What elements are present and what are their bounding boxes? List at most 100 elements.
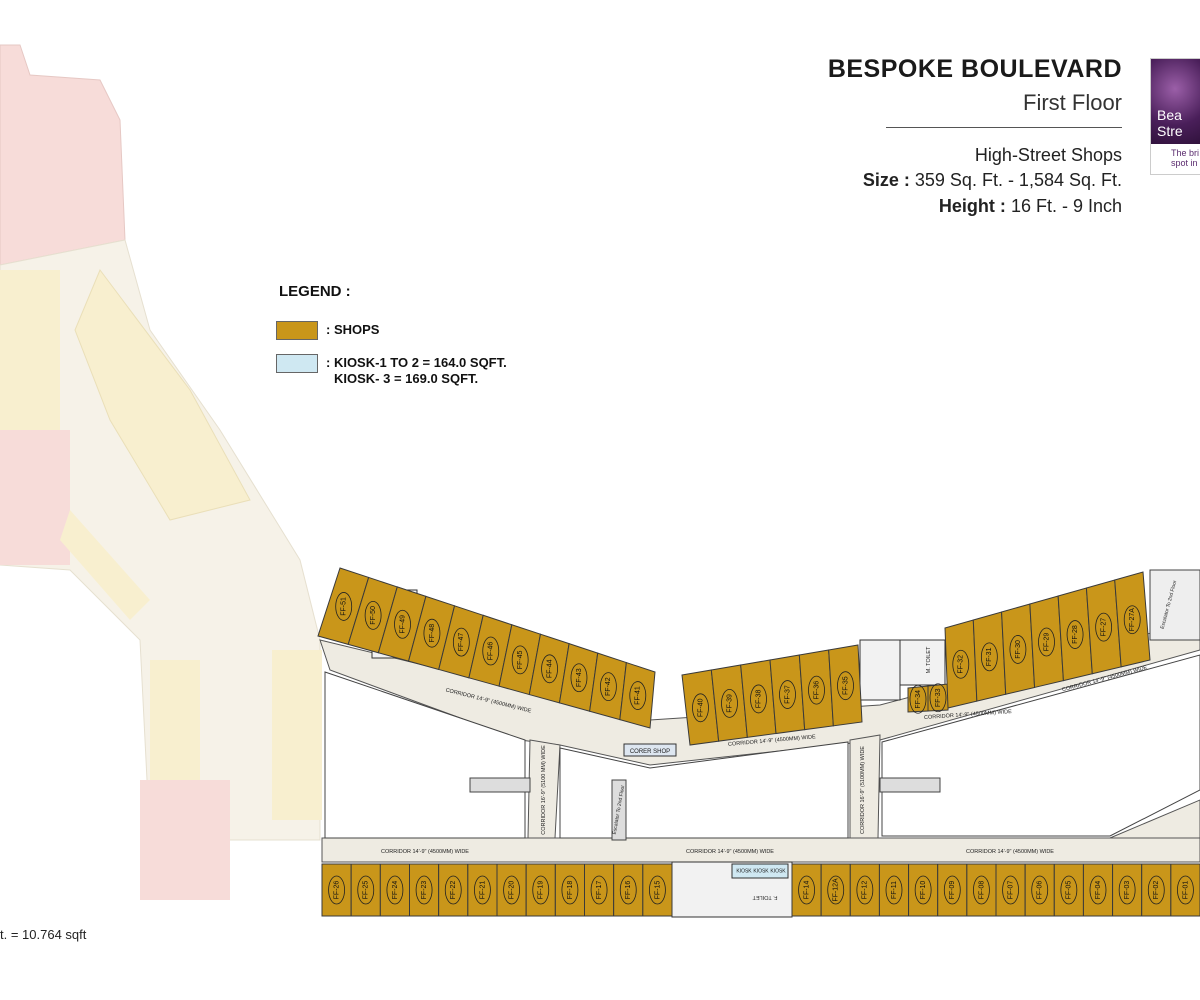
size-range: Size : 359 Sq. Ft. - 1,584 Sq. Ft. xyxy=(863,170,1122,191)
shop-label: FF-07 xyxy=(1007,881,1014,900)
shop-label: FF-25 xyxy=(363,881,370,900)
shop-unit-ring xyxy=(511,645,529,675)
shop-label: FF-12 xyxy=(862,881,869,900)
shop-label: FF-12A xyxy=(833,878,840,902)
shop-label: FF-19 xyxy=(538,881,545,900)
shop-label: FF-23 xyxy=(421,881,428,900)
shop-unit xyxy=(1114,571,1151,668)
shop-unit-ring xyxy=(943,875,961,905)
shop-label: FF-27A xyxy=(1129,608,1136,632)
shop-label: FF-17 xyxy=(596,881,603,900)
shop-unit-ring xyxy=(827,875,845,905)
shop-unit-ring xyxy=(980,642,998,672)
shop-label: FF-11 xyxy=(891,881,898,899)
faded-left-wing xyxy=(0,44,322,900)
shop-unit-ring xyxy=(629,681,647,710)
shop-label: FF-18 xyxy=(567,881,574,900)
shop-label: FF-38 xyxy=(755,690,762,709)
shop-label: FF-10 xyxy=(920,881,927,900)
floor-name: First Floor xyxy=(1023,90,1122,115)
shop-unit-ring xyxy=(386,875,404,905)
header-divider xyxy=(886,127,1122,128)
shop-label: FF-32 xyxy=(958,655,965,674)
plan-title: BESPOKE BOULEVARD xyxy=(827,55,1122,83)
corridor-label: CORRIDOR 14'-9" (4500MM) WIDE xyxy=(686,849,774,855)
shop-unit-ring xyxy=(649,875,666,905)
shop-label: FF-49 xyxy=(399,615,406,634)
shop-label: FF-15 xyxy=(654,881,661,900)
shop-unit-ring xyxy=(952,649,970,679)
shop-unit-ring xyxy=(1118,875,1136,905)
brand-logo: Bea Stre The bri spot in xyxy=(1150,58,1200,175)
shop-unit-ring xyxy=(837,671,854,701)
shop-label: FF-04 xyxy=(1095,881,1102,900)
shop-label: FF-36 xyxy=(813,681,820,700)
shop-unit-ring xyxy=(1009,635,1027,664)
shop-label: FF-41 xyxy=(635,686,642,705)
shop-unit-ring xyxy=(532,875,550,905)
height-value: 16 Ft. - 9 Inch xyxy=(1010,196,1122,216)
shop-unit-ring xyxy=(357,875,375,905)
shop-label: FF-40 xyxy=(697,698,704,717)
size-value: 359 Sq. Ft. - 1,584 Sq. Ft. xyxy=(914,170,1122,190)
atriums xyxy=(324,654,1200,839)
logo-image: Bea Stre xyxy=(1151,59,1200,144)
shop-label: FF-02 xyxy=(1153,881,1160,900)
shop-unit-ring xyxy=(1089,875,1107,905)
shop-unit-ring xyxy=(808,675,825,705)
shop-unit-ring xyxy=(503,875,520,905)
corridor-label: CORRIDOR 14'-9" (4500MM) WIDE xyxy=(966,849,1054,855)
shop-label: FF-01 xyxy=(1182,881,1189,900)
shop-label: FF-28 xyxy=(1072,625,1079,644)
shop-label: FF-06 xyxy=(1037,881,1044,900)
corridor-label: CORRIDOR 14'-9" (4500MM) WIDE xyxy=(381,849,469,855)
kiosk-label: KIOSK xyxy=(770,868,786,874)
toilet-label: M. TOILET xyxy=(926,646,932,673)
shop-label: FF-39 xyxy=(726,694,733,713)
shop-unit xyxy=(642,863,673,917)
shop-unit-ring xyxy=(779,680,796,709)
shop-label: FF-51 xyxy=(341,597,348,616)
corridors xyxy=(319,619,1200,863)
shop-unit xyxy=(1170,863,1200,917)
shop-label: FF-30 xyxy=(1015,640,1022,659)
height-info: Height : 16 Ft. - 9 Inch xyxy=(939,196,1122,217)
shop-label: FF-44 xyxy=(546,659,553,678)
shop-unit-ring xyxy=(394,609,411,639)
shop-unit xyxy=(828,644,863,727)
legend-kiosk-line-2: KIOSK- 3 = 169.0 SQFT. xyxy=(334,371,479,386)
legend-kiosk-line-1: : KIOSK-1 TO 2 = 164.0 SQFT. xyxy=(326,354,507,370)
corridor-label: CORRIDOR 16'-9" (5100 MM) WIDE xyxy=(541,745,547,835)
logo-tag-1: The bri xyxy=(1171,148,1200,158)
corner-shop-label: CORER SHOP xyxy=(630,749,670,755)
shop-unit xyxy=(619,661,656,729)
shop-label: FF-24 xyxy=(392,881,399,900)
shop-unit-ring xyxy=(750,684,767,714)
corridor-label: CORRIDOR 16'-9" (5100MM) WIDE xyxy=(860,746,866,834)
legend-shops-label: : SHOPS xyxy=(326,321,380,337)
shop-unit-ring xyxy=(909,684,927,714)
shop-unit-ring xyxy=(1095,612,1113,642)
scale-note: t. = 10.764 sqft xyxy=(0,927,87,942)
kiosk-swatch xyxy=(276,354,318,373)
shop-label: FF-35 xyxy=(842,676,849,695)
shop-unit-ring xyxy=(474,875,491,905)
shop-label: FF-34 xyxy=(915,690,922,709)
shop-unit-ring xyxy=(721,688,738,718)
height-label: Height : xyxy=(938,196,1006,216)
shop-label: FF-29 xyxy=(1043,633,1050,652)
shop-unit-ring xyxy=(599,672,617,702)
kiosk-label: KIOSK xyxy=(753,868,769,874)
shop-label: FF-20 xyxy=(508,881,515,900)
shop-unit-ring xyxy=(415,875,433,905)
shop-unit-ring xyxy=(1031,875,1049,905)
shop-label: FF-22 xyxy=(450,881,457,900)
shop-unit-ring xyxy=(1038,627,1055,657)
shop-unit-ring xyxy=(1002,875,1019,905)
shop-unit-ring xyxy=(328,875,345,905)
shop-label: FF-08 xyxy=(978,881,985,900)
shop-unit-ring xyxy=(452,627,470,657)
shop-type: High-Street Shops xyxy=(974,145,1122,165)
